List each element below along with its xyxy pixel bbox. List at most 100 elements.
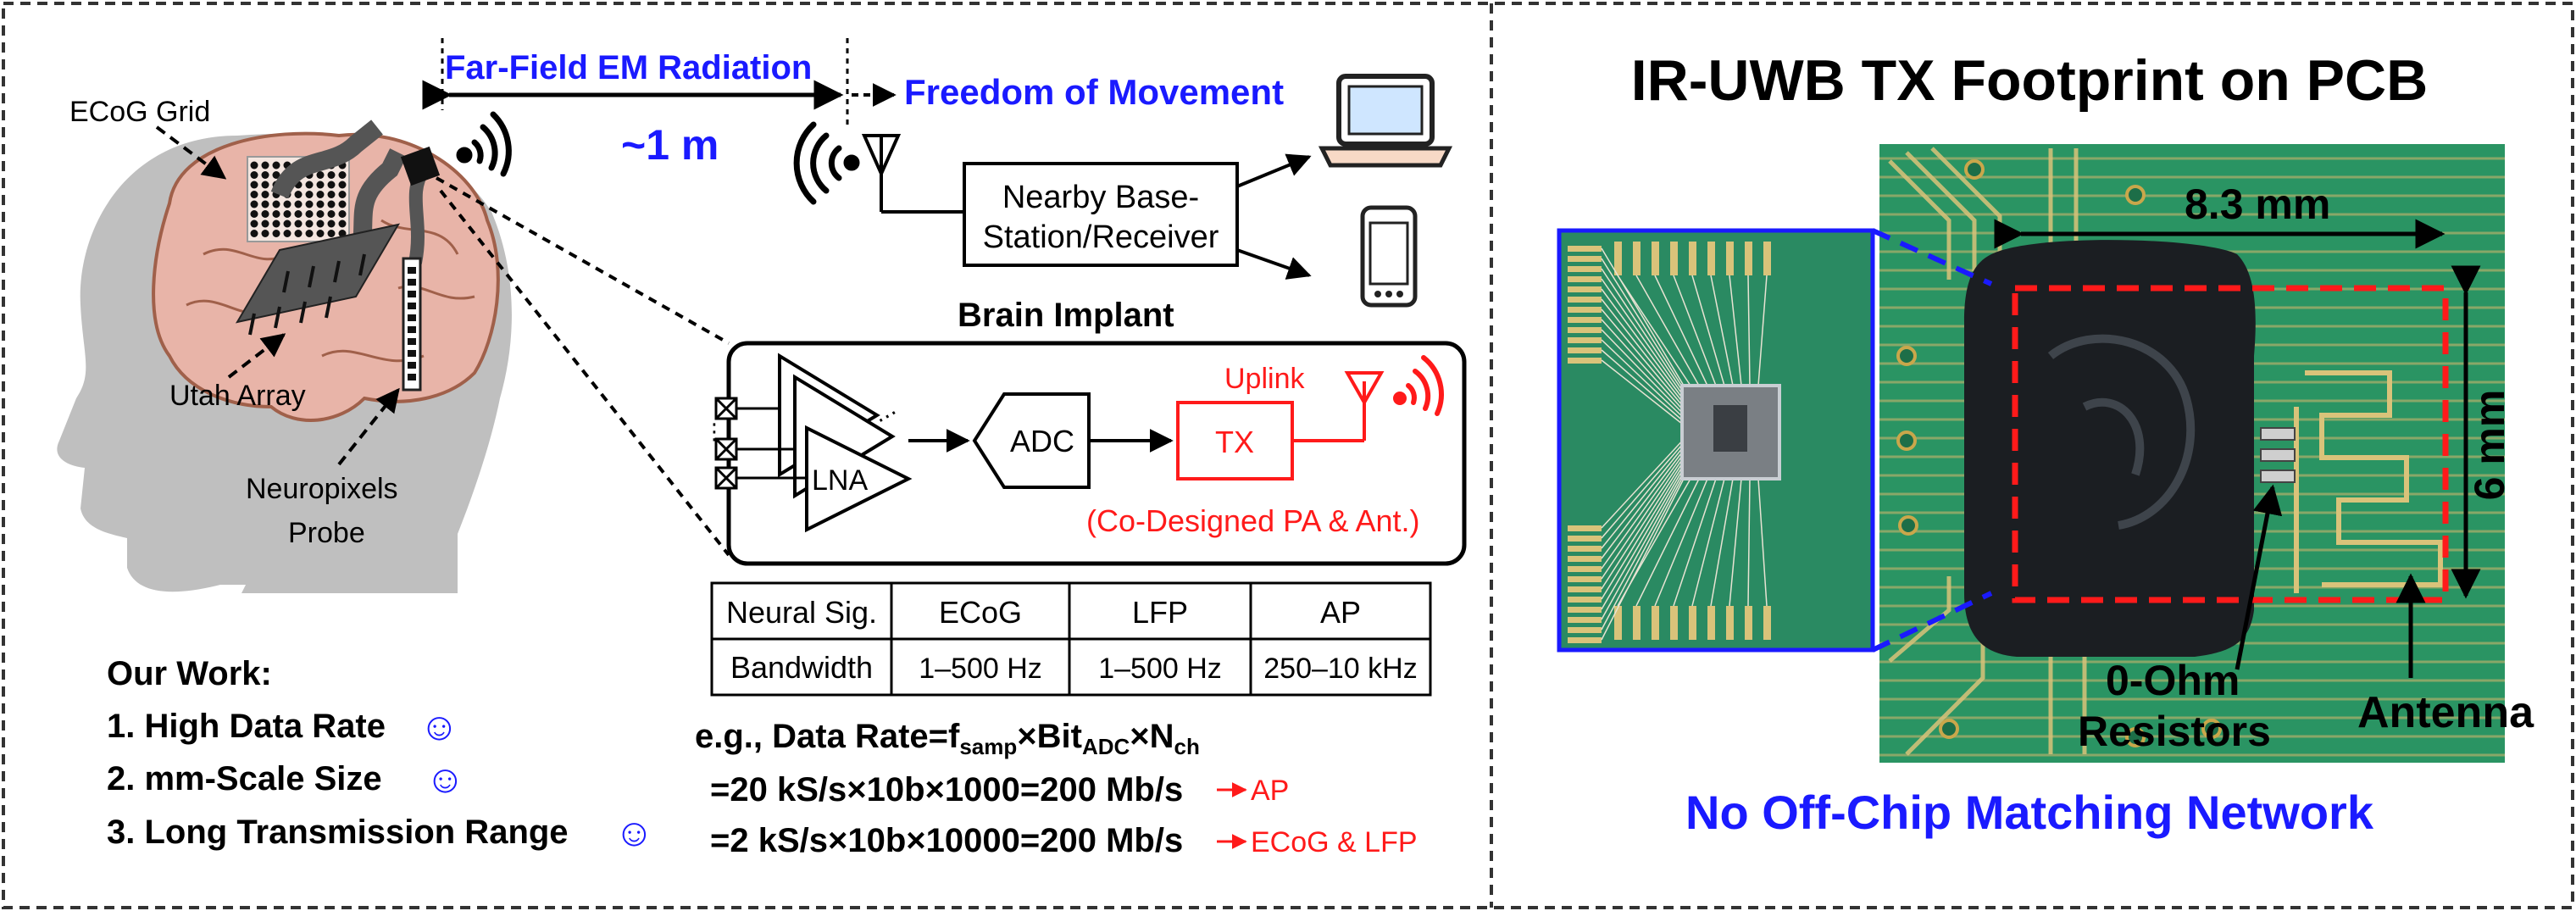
ecog-electrode bbox=[305, 230, 314, 237]
height-label: 6 mm bbox=[2466, 390, 2513, 501]
ecog-electrode bbox=[283, 200, 291, 208]
ecog-electrode bbox=[338, 200, 347, 208]
ecog-grid-pointer bbox=[155, 125, 227, 180]
inset-zoom-line bbox=[1871, 228, 1993, 286]
inset-pad bbox=[1568, 597, 1602, 603]
antenna-trace bbox=[2294, 370, 2443, 593]
bond-wire bbox=[1617, 478, 1691, 607]
table-header-cell: ECoG bbox=[939, 595, 1022, 630]
uplink-label: Uplink bbox=[1224, 363, 1305, 395]
probe-site bbox=[408, 350, 416, 357]
bond-wire bbox=[1635, 478, 1700, 607]
inset-pad bbox=[1763, 242, 1771, 275]
bond-wire bbox=[1691, 478, 1725, 607]
probe-site bbox=[408, 338, 416, 345]
tx-block bbox=[1176, 401, 1294, 480]
bandwidth-table bbox=[710, 581, 1432, 697]
bond-wire bbox=[1747, 478, 1751, 607]
our-work-title: Our Work: bbox=[107, 655, 272, 692]
ecog-electrode bbox=[250, 191, 258, 198]
bond-wire bbox=[1601, 298, 1687, 408]
ecog-electrode bbox=[316, 181, 325, 189]
bond-wire bbox=[1601, 473, 1687, 641]
table-row-cell: 1–500 Hz bbox=[1098, 653, 1222, 685]
ecog-electrode bbox=[305, 219, 314, 228]
inset-pad bbox=[1568, 286, 1602, 292]
bond-wire bbox=[1601, 446, 1687, 559]
inset-pad bbox=[1726, 242, 1734, 275]
ecog-electrode bbox=[327, 219, 336, 228]
probe-site bbox=[408, 267, 416, 274]
inset-pad bbox=[1568, 617, 1602, 623]
inset-die-core bbox=[1713, 405, 1747, 452]
ecog-electrode bbox=[283, 210, 291, 218]
receiver-antenna-icon bbox=[861, 134, 964, 214]
zoom-line bbox=[439, 189, 730, 557]
bond-wire bbox=[1601, 308, 1687, 411]
inset-pad bbox=[1568, 586, 1602, 592]
ecog-electrode bbox=[294, 210, 303, 218]
bond-wire bbox=[1601, 463, 1687, 610]
base-station-box bbox=[963, 162, 1239, 267]
receive-wave-icon bbox=[793, 121, 860, 205]
ecog-electrode bbox=[316, 200, 325, 208]
inset-pad bbox=[1568, 246, 1602, 252]
utah-array-pins bbox=[248, 253, 366, 336]
bond-wire bbox=[1601, 466, 1687, 620]
ecog-electrode bbox=[338, 219, 347, 228]
co-designed-label: (Co-Designed PA & Ant.) bbox=[1086, 503, 1420, 538]
inset-pad bbox=[1670, 242, 1678, 275]
ecog-electrode bbox=[327, 200, 336, 208]
electrode-inputs bbox=[714, 397, 738, 490]
bond-wire bbox=[1601, 449, 1687, 569]
inset-pad bbox=[1568, 266, 1602, 272]
ecog-electrode bbox=[261, 230, 269, 237]
tx-wave-icon bbox=[1393, 355, 1444, 416]
ecog-electrode bbox=[261, 171, 269, 179]
zero-ohm-resistors bbox=[2260, 427, 2296, 483]
inset-pad bbox=[1745, 242, 1752, 275]
inset-pad bbox=[1633, 242, 1641, 275]
epoxy-encapsulation bbox=[1964, 240, 2256, 657]
bond-wire bbox=[1729, 275, 1742, 386]
smiley-icon: ☺ bbox=[425, 757, 465, 801]
bond-wire bbox=[1710, 275, 1734, 386]
ecog-electrode bbox=[261, 210, 269, 218]
bond-wire bbox=[1654, 478, 1708, 607]
tx-antenna-icon bbox=[1292, 371, 1385, 442]
inset-pad bbox=[1568, 525, 1602, 531]
ecog-electrode bbox=[272, 161, 280, 169]
ecog-electrode bbox=[261, 161, 269, 169]
ecog-electrode bbox=[338, 210, 347, 218]
bond-wire bbox=[1601, 469, 1687, 630]
bond-wire bbox=[1601, 268, 1687, 397]
distance-label: ~1 m bbox=[621, 121, 719, 169]
inset-pad bbox=[1568, 347, 1602, 353]
ecog-electrode bbox=[305, 200, 314, 208]
inset-pad bbox=[1568, 576, 1602, 582]
ecog-electrode bbox=[250, 171, 258, 179]
bond-wire bbox=[1601, 359, 1687, 428]
table-header-cell: Neural Sig. bbox=[726, 595, 877, 630]
probe-site bbox=[408, 291, 416, 297]
ecog-electrode bbox=[261, 181, 269, 189]
equation-line-1: e.g., Data Rate=fsamp×BitADC×Nch bbox=[695, 718, 1200, 759]
bond-wire bbox=[1729, 478, 1742, 607]
inset-pad bbox=[1652, 606, 1659, 640]
bond-wire bbox=[1601, 258, 1687, 394]
inset-pad bbox=[1670, 606, 1678, 640]
bond-wire bbox=[1601, 349, 1687, 425]
width-label: 8.3 mm bbox=[2185, 181, 2330, 228]
ecog-electrode bbox=[250, 161, 258, 169]
our-work-item: 3. Long Transmission Range bbox=[107, 814, 569, 851]
inset-pad bbox=[1568, 337, 1602, 343]
table-row-cell: Bandwidth bbox=[730, 650, 873, 685]
phone-icon bbox=[1360, 205, 1418, 308]
ecog-electrode bbox=[250, 210, 258, 218]
bond-wire bbox=[1635, 275, 1700, 386]
bond-wire bbox=[1654, 275, 1708, 386]
inset-pad bbox=[1614, 606, 1622, 640]
inset-pad bbox=[1568, 566, 1602, 572]
ecog-electrode bbox=[316, 230, 325, 237]
right-panel-caption: No Off-Chip Matching Network bbox=[1685, 786, 2374, 839]
